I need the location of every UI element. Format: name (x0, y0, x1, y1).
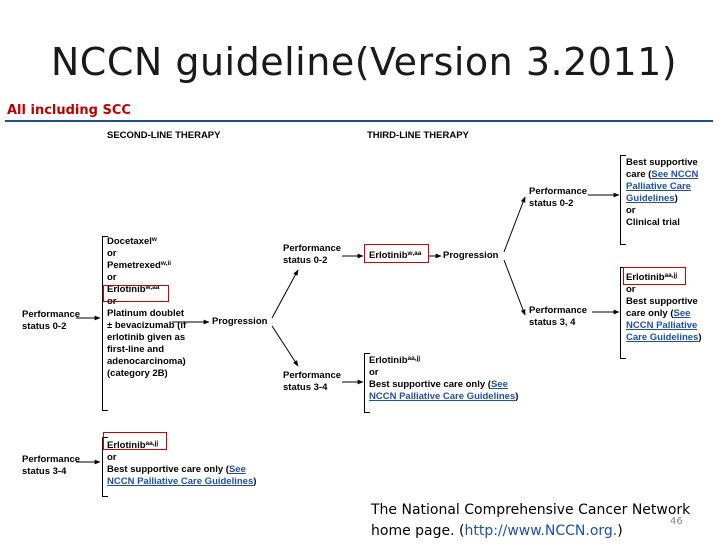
third-line-progression-label: Progression (443, 250, 499, 261)
erlotinib-highlight-box (103, 285, 169, 302)
mid-ps02-label: Performance status 0-2 (283, 243, 342, 266)
palliative-care-link[interactable]: Palliative Care (626, 181, 691, 192)
arrow-progression-to-right-ps02 (503, 196, 526, 253)
erlotinib-highlight-box (103, 432, 167, 450)
nccn-palliative-link[interactable]: NCCN Palliative (626, 320, 698, 331)
second-line-header: SECOND-LINE THERAPY (107, 130, 221, 141)
third-line-header: THIRD-LINE THERAPY (367, 130, 469, 141)
right-ps34-label: Performance status 3, 4 (529, 305, 588, 328)
right-ps02-label: Performance status 0-2 (529, 186, 588, 209)
guidelines-link[interactable]: Guidelines (626, 193, 675, 204)
arrow-progression-to-right-ps34 (503, 259, 526, 316)
see-nccn-link[interactable]: See NCCN (651, 169, 699, 180)
progression-label: Progression (212, 316, 268, 327)
page-number: 46 (670, 516, 683, 527)
right-top-options: Best supportive care (See NCCN Palliativ… (626, 157, 699, 228)
header-rule (5, 120, 713, 122)
mid-bottom-options: Erlotinibaa,jj or Best supportive care o… (369, 355, 519, 402)
mid-erlotinib: Erlotinibw,aa (369, 250, 422, 261)
subtitle: All including SCC (7, 103, 131, 118)
mid-ps34-label: Performance status 3-4 (283, 370, 342, 393)
palliative-guidelines-link[interactable]: NCCN Palliative Care Guidelines (107, 476, 254, 487)
care-guidelines-link[interactable]: Care Guidelines (626, 332, 699, 343)
mid-bottom-bracket (364, 353, 370, 413)
see-link[interactable]: See (673, 308, 691, 319)
arrow-progression-to-mid-ps02 (271, 269, 299, 319)
left-ps02-label: Performance status 0-2 (22, 309, 81, 332)
arrow-progression-to-mid-ps34 (271, 325, 299, 367)
bottom-left-bracket (102, 437, 108, 497)
left-ps34-label: Performance status 3-4 (22, 454, 81, 477)
nccn-url-link[interactable]: http://www.NCCN.org. (464, 523, 618, 539)
bottom-left-options: Erlotinibaa,jj or Best supportive care o… (107, 440, 257, 487)
second-line-bracket (102, 236, 108, 411)
erlotinib-highlight-box (364, 244, 429, 263)
see-link[interactable]: See (228, 464, 246, 475)
page-title: NCCN guideline(Version 3.2011) (50, 40, 678, 84)
right-bottom-options: Erlotinibaa,jj or Best supportive care o… (626, 272, 702, 343)
right-top-bracket (620, 155, 626, 245)
second-line-options: Docetaxelw or Pemetrexedw,ii or Erlotini… (107, 236, 187, 379)
see-link[interactable]: See (490, 379, 508, 390)
palliative-guidelines-link[interactable]: NCCN Palliative Care Guidelines (369, 391, 516, 402)
source-citation: The National Comprehensive Cancer Networ… (371, 502, 691, 539)
erlotinib-highlight-box (623, 267, 686, 285)
